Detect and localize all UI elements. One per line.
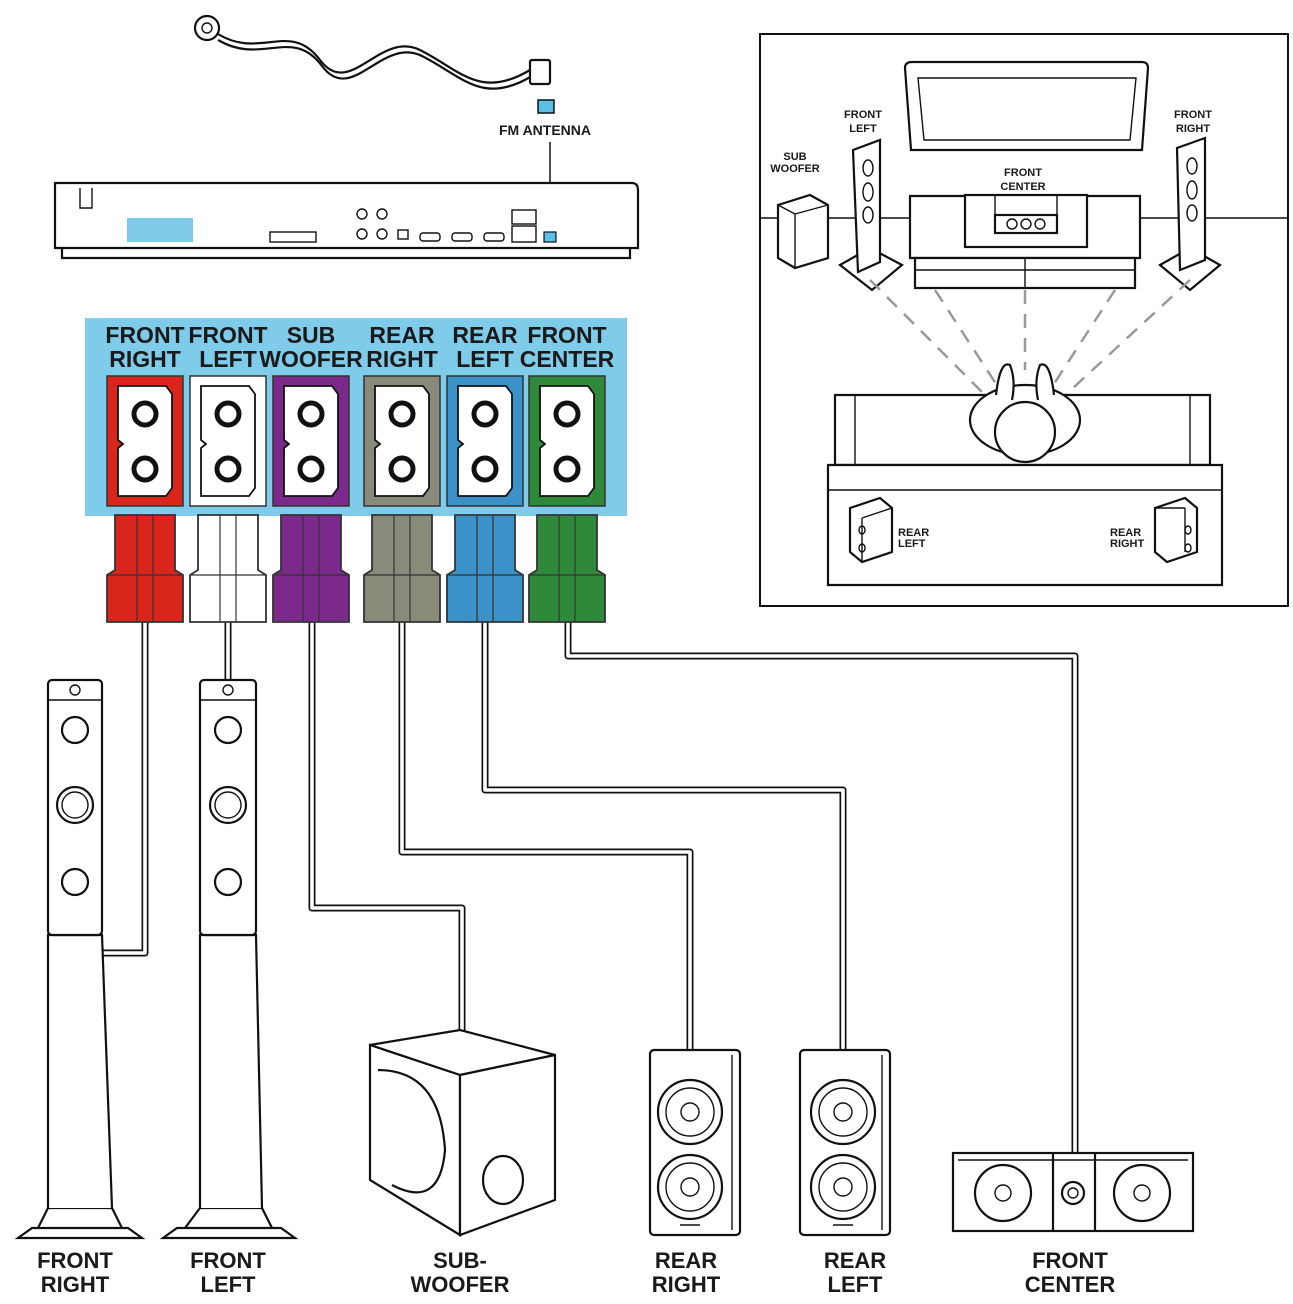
speaker-label-front-right-2: RIGHT <box>41 1272 110 1297</box>
speaker-label-front-left-1: FRONT <box>190 1248 266 1273</box>
rear-left-speaker <box>798 1048 892 1237</box>
room-label-subwoofer-1: SUB <box>783 151 806 163</box>
room-label-subwoofer-2: WOOFER <box>770 163 820 175</box>
speaker-cables <box>102 622 1079 1153</box>
plug-front-left <box>189 514 267 623</box>
speaker-label-rear-left-2: LEFT <box>828 1272 884 1297</box>
fm-antenna-label: FM ANTENNA <box>499 122 591 138</box>
antenna-port-indicator <box>537 99 555 114</box>
room-label-front-center-2: CENTER <box>1000 181 1045 193</box>
jack-label-rear-right-1: REAR <box>369 322 435 348</box>
speaker-labels: FRONT RIGHT FRONT LEFT SUB- WOOFER REAR … <box>37 1248 1115 1297</box>
front-left-speaker <box>159 678 299 1240</box>
plug-front-center <box>528 514 606 623</box>
jack-label-front-left-1: FRONT <box>188 322 267 348</box>
room-label-front-left-1: FRONT <box>844 109 882 121</box>
plug-rear-right <box>363 514 441 623</box>
speaker-label-subwoofer-1: SUB- <box>433 1248 487 1273</box>
speaker-label-front-center-2: CENTER <box>1025 1272 1116 1297</box>
plug-front-right <box>106 514 184 623</box>
room-label-rear-right-1: REAR <box>1110 527 1141 539</box>
speaker-label-subwoofer-2: WOOFER <box>411 1272 510 1297</box>
speaker-label-front-center-1: FRONT <box>1032 1248 1108 1273</box>
subwoofer-speaker <box>368 1028 557 1237</box>
front-center-speaker <box>951 1151 1195 1233</box>
jack-label-front-center-1: FRONT <box>527 322 606 348</box>
jack-label-subwoofer-1: SUB <box>287 322 336 348</box>
jack-label-subwoofer-2: WOOFER <box>259 346 363 372</box>
plug-rear-left <box>446 514 524 623</box>
jack-label-rear-left-2: LEFT <box>456 346 514 372</box>
room-label-rear-left-1: REAR <box>898 527 929 539</box>
rear-right-speaker <box>648 1048 742 1237</box>
receiver-unit <box>53 181 640 260</box>
jack-label-rear-left-1: REAR <box>452 322 518 348</box>
speaker-label-front-left-2: LEFT <box>201 1272 257 1297</box>
speaker-label-rear-right-2: RIGHT <box>652 1272 721 1297</box>
plug-subwoofer <box>272 514 350 623</box>
speaker-label-rear-right-1: REAR <box>655 1248 717 1273</box>
speaker-jack-panel: FRONTRIGHTFRONTLEFTSUBWOOFERREARRIGHTREA… <box>85 318 627 516</box>
jack-label-front-left-2: LEFT <box>199 346 257 372</box>
room-label-front-left-2: LEFT <box>849 123 877 135</box>
jack-label-rear-right-2: RIGHT <box>366 346 438 372</box>
antenna-plug <box>528 58 552 86</box>
tv-icon <box>903 60 1150 152</box>
room-label-front-right-2: RIGHT <box>1176 123 1211 135</box>
room-label-rear-right-2: RIGHT <box>1110 538 1145 550</box>
room-label-rear-left-2: LEFT <box>898 538 926 550</box>
room-label-front-right-1: FRONT <box>1174 109 1212 121</box>
jack-label-front-right-2: RIGHT <box>109 346 181 372</box>
speaker-label-front-right-1: FRONT <box>37 1248 113 1273</box>
front-right-speaker <box>14 678 146 1240</box>
jack-label-front-right-1: FRONT <box>105 322 184 348</box>
room-label-front-center-1: FRONT <box>1004 167 1042 179</box>
room-layout-inset: FRONT LEFT FRONT RIGHT SUB WOOFER FRONT … <box>759 33 1289 607</box>
speaker-label-rear-left-1: REAR <box>824 1248 886 1273</box>
jack-label-front-center-2: CENTER <box>520 346 615 372</box>
fm-antenna: FM ANTENNA <box>193 14 591 232</box>
